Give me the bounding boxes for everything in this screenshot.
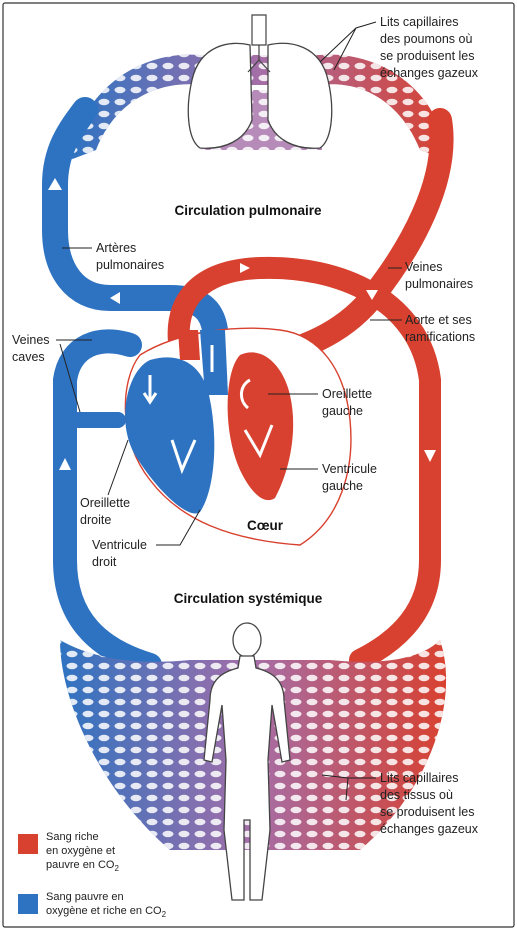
svg-text:se produisent les: se produisent les (380, 805, 475, 819)
svg-text:des tissus où: des tissus où (380, 788, 453, 802)
svg-text:gauche: gauche (322, 479, 363, 493)
oxygen-rich-swatch (18, 834, 38, 854)
heart-icon (125, 328, 351, 545)
pulmonary-circulation-title: Circulation pulmonaire (174, 203, 322, 218)
svg-text:Lits capillaires: Lits capillaires (380, 771, 459, 785)
legend-oxygen-rich-line1: Sang riche (46, 831, 99, 843)
svg-text:Oreillette: Oreillette (322, 387, 372, 401)
oxygen-poor-swatch (18, 894, 38, 914)
legend: Sang riche en oxygène et pauvre en CO2 S… (18, 831, 167, 919)
legend-oxygen-rich-line3: pauvre en CO2 (46, 859, 119, 873)
right-atrium-label: Oreillette droite (80, 440, 130, 527)
svg-text:Oreillette: Oreillette (80, 496, 130, 510)
svg-text:droite: droite (80, 513, 111, 527)
svg-text:Ventricule: Ventricule (92, 538, 147, 552)
svg-text:pulmonaires: pulmonaires (96, 258, 164, 272)
svg-text:droit: droit (92, 555, 117, 569)
svg-text:ramifications: ramifications (405, 330, 475, 344)
systemic-circulation-title: Circulation systémique (174, 591, 323, 606)
svg-text:Artères: Artères (96, 241, 136, 255)
svg-text:Veines: Veines (405, 260, 443, 274)
legend-oxygen-poor-line1: Sang pauvre en (46, 891, 124, 903)
svg-text:caves: caves (12, 350, 45, 364)
svg-text:pulmonaires: pulmonaires (405, 277, 473, 291)
svg-text:échanges gazeux: échanges gazeux (380, 66, 479, 80)
svg-text:Ventricule: Ventricule (322, 462, 377, 476)
svg-text:Veines: Veines (12, 333, 50, 347)
heart-title: Cœur (247, 518, 284, 533)
legend-oxygen-rich-line2: en oxygène et (46, 845, 115, 857)
svg-text:Lits capillaires: Lits capillaires (380, 15, 459, 29)
legend-oxygen-poor-line2: oxygène et riche en CO2 (46, 905, 167, 919)
svg-text:se produisent les: se produisent les (380, 49, 475, 63)
svg-text:échanges gazeux: échanges gazeux (380, 822, 479, 836)
pulmonary-arteries-label: Artères pulmonaires (62, 241, 164, 272)
svg-text:Aorte et ses: Aorte et ses (405, 313, 472, 327)
svg-text:gauche: gauche (322, 404, 363, 418)
svg-text:des poumons où: des poumons où (380, 32, 472, 46)
